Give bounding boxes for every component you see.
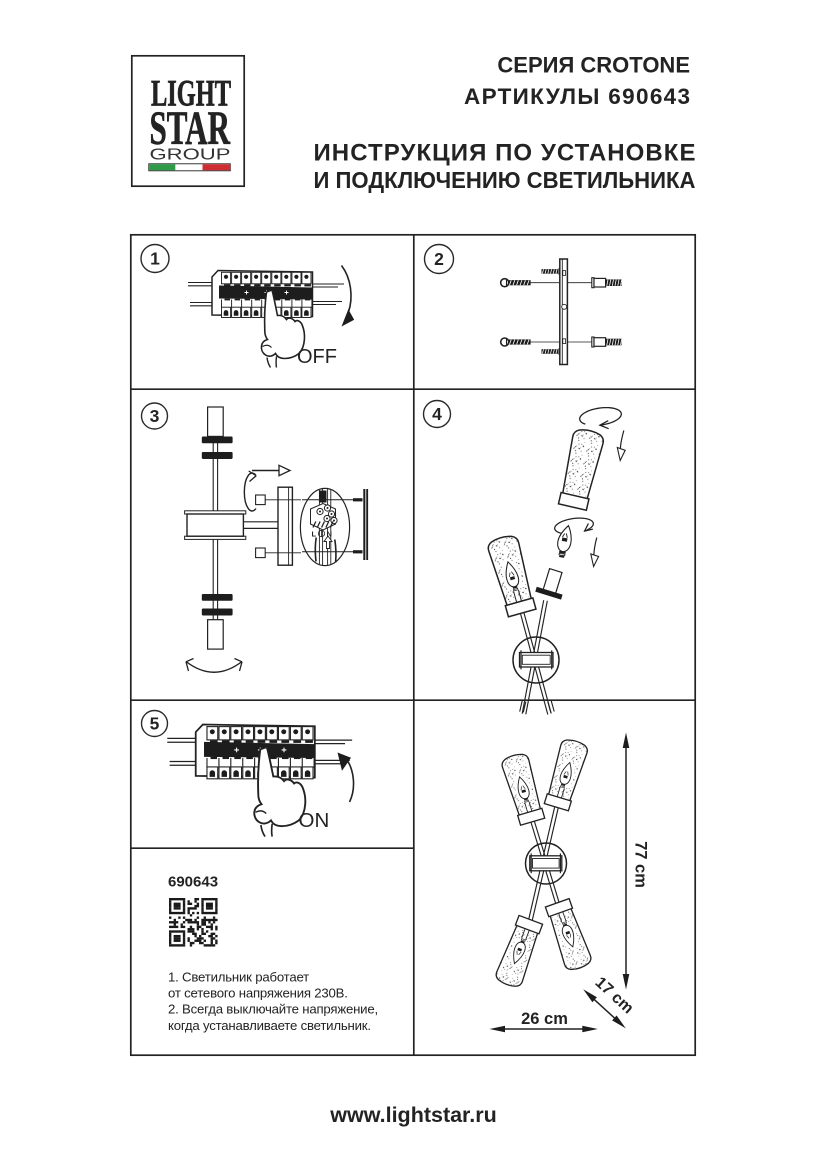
svg-text:4: 4: [432, 404, 442, 424]
svg-text:АРТИКУЛЫ 690643: АРТИКУЛЫ 690643: [464, 84, 690, 109]
svg-text:STAR: STAR: [150, 102, 231, 155]
svg-text:1. Светильник работает: 1. Светильник работает: [168, 970, 309, 985]
svg-text:L: L: [312, 530, 317, 539]
svg-text:N: N: [327, 530, 332, 539]
svg-text:5: 5: [150, 714, 160, 734]
svg-text:СЕРИЯ CROTONE: СЕРИЯ CROTONE: [497, 53, 690, 78]
svg-text:GROUP: GROUP: [150, 147, 231, 164]
svg-text:77 cm: 77 cm: [632, 841, 650, 888]
svg-text:www.lightstar.ru: www.lightstar.ru: [329, 1103, 496, 1127]
svg-text:3: 3: [150, 406, 160, 426]
svg-text:когда устанавливаете светильни: когда устанавливаете светильник.: [168, 1018, 371, 1033]
svg-text:2. Всегда выключайте напряжени: 2. Всегда выключайте напряжение,: [168, 1002, 378, 1017]
svg-text:690643: 690643: [168, 874, 218, 891]
svg-text:И ПОДКЛЮЧЕНИЮ СВЕТИЛЬНИКА: И ПОДКЛЮЧЕНИЮ СВЕТИЛЬНИКА: [314, 167, 696, 193]
svg-text:26 cm: 26 cm: [521, 1010, 568, 1028]
svg-text:2: 2: [434, 249, 444, 269]
svg-text:1: 1: [150, 249, 160, 269]
svg-text:от сетевого напряжения 230В.: от сетевого напряжения 230В.: [168, 986, 348, 1001]
svg-text:LIGHT: LIGHT: [151, 74, 231, 115]
svg-text:OFF: OFF: [297, 346, 337, 368]
svg-text:ИНСТРУКЦИЯ ПО УСТАНОВКЕ: ИНСТРУКЦИЯ ПО УСТАНОВКЕ: [314, 140, 696, 167]
svg-text:ON: ON: [299, 809, 330, 832]
